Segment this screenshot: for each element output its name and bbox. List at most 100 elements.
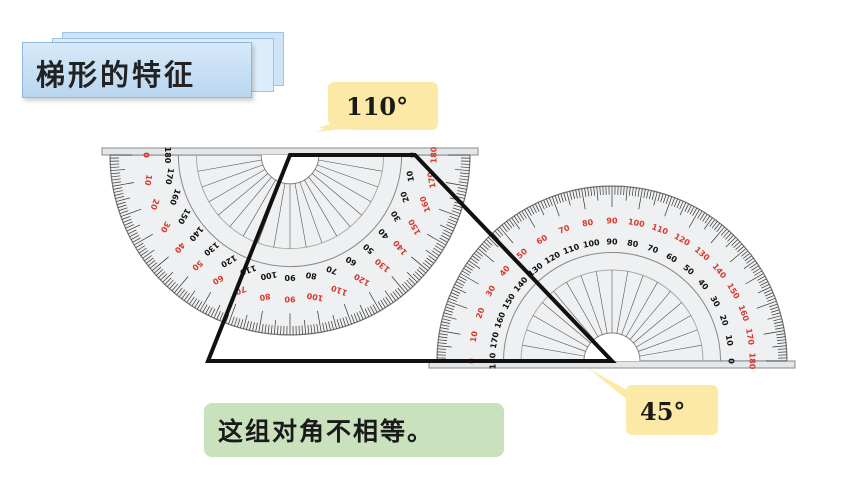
protractor-top-tick xyxy=(426,257,434,264)
protractor-top-tick xyxy=(436,242,445,249)
protractor-bottom-tick xyxy=(485,239,493,246)
protractor-bottom-tick xyxy=(492,232,499,240)
protractor-bottom-tick xyxy=(704,215,711,224)
protractor-top-tick xyxy=(158,271,166,279)
protractor-bottom-tick xyxy=(767,315,782,320)
protractor-bottom-tick xyxy=(660,193,664,203)
protractor-top-inner-number: 90 xyxy=(284,273,296,282)
protractor-top-tick xyxy=(112,182,135,187)
protractor-top-outer-number: 90 xyxy=(284,295,296,304)
angle-label-top: 110° xyxy=(346,92,408,121)
protractor-top-tick xyxy=(277,325,279,335)
protractor-top-tick xyxy=(255,322,258,332)
protractor-bottom-tick xyxy=(506,221,513,229)
protractor-bottom-tick xyxy=(543,199,548,209)
protractor-top-tick xyxy=(146,257,154,264)
protractor-top-tick xyxy=(237,318,241,328)
protractor-bottom-tick xyxy=(503,222,510,231)
protractor-bottom-tick xyxy=(526,207,532,216)
protractor-bottom-tick xyxy=(470,257,478,264)
protractor-bottom-tick xyxy=(461,270,470,276)
protractor-top-tick xyxy=(210,308,216,317)
protractor-top-tick xyxy=(120,208,142,217)
protractor-bottom-tick xyxy=(438,336,448,339)
protractor-bottom-outer-number: 100 xyxy=(627,217,645,229)
protractor-bottom-tick xyxy=(643,189,646,198)
protractor-bottom-inner-arc xyxy=(503,252,721,362)
protractor-top-radial-line xyxy=(229,176,272,227)
protractor-top-inner-number: 80 xyxy=(305,270,318,281)
protractor-top-tick xyxy=(395,289,402,298)
protractor-top-tick xyxy=(353,313,358,323)
protractor-bottom-tick xyxy=(529,206,535,215)
protractor-bottom-tick xyxy=(777,348,787,350)
protractor-bottom-tick xyxy=(637,188,640,197)
protractor-top-tick xyxy=(110,169,126,172)
protractor-bottom-tick xyxy=(709,219,716,227)
protractor-bottom-tick xyxy=(776,339,786,342)
protractor-bottom-radial-line xyxy=(639,344,702,357)
protractor-top-radial-line xyxy=(208,169,266,203)
protractor-top-tick xyxy=(147,260,156,267)
protractor-top-tick xyxy=(116,197,131,202)
protractor-top-radial-line xyxy=(318,159,383,172)
protractor-bottom-tick xyxy=(767,297,776,302)
protractor-bottom-radial-line xyxy=(633,302,682,344)
protractor-bottom-tick xyxy=(687,204,692,214)
protractor-top-tick xyxy=(317,310,322,333)
protractor-top-inner-number: 100 xyxy=(259,270,277,282)
protractor-bottom-tick xyxy=(758,278,767,284)
protractor-bottom-tick xyxy=(774,324,784,327)
protractor-bottom-tick xyxy=(761,283,770,289)
protractor-bottom-tick xyxy=(744,255,752,262)
protractor-bottom-tick xyxy=(663,194,667,203)
protractor-bottom-tick xyxy=(444,309,454,313)
protractor-bottom-tick xyxy=(653,191,658,206)
protractor-bottom-tick xyxy=(483,241,491,248)
protractor-bottom-tick xyxy=(702,214,708,222)
protractor-bottom-radial-line xyxy=(522,344,585,357)
protractor-top-tick xyxy=(369,305,375,315)
protractor-top-tick xyxy=(446,224,455,229)
protractor-top-tick xyxy=(246,320,249,330)
protractor-top-tick xyxy=(457,187,467,190)
protractor-bottom-tick xyxy=(465,265,473,271)
protractor-bottom-tick xyxy=(775,327,784,330)
protractor-bottom-tick xyxy=(442,315,457,320)
protractor-bottom-tick xyxy=(735,243,743,251)
protractor-bottom-radial-line xyxy=(526,329,586,352)
protractor-top-tick xyxy=(110,172,120,175)
protractor-top-tick xyxy=(205,305,211,315)
protractor-top-radial-line xyxy=(304,179,338,237)
protractor-top-tick xyxy=(397,287,404,296)
protractor-bottom-tick xyxy=(457,278,466,284)
protractor-top-tick xyxy=(225,314,230,324)
protractor-bottom-radial-line xyxy=(636,315,691,348)
protractor-bottom-tick xyxy=(692,207,698,216)
protractor-top-tick xyxy=(153,266,162,274)
protractor-top-inner-number: 170 xyxy=(164,167,176,185)
protractor-bottom-tick xyxy=(772,345,787,348)
protractor-bottom-tick xyxy=(455,281,465,286)
protractor-top-tick xyxy=(452,207,462,211)
protractor-bottom-tick xyxy=(754,270,763,276)
protractor-bottom-tick xyxy=(590,187,593,197)
page-title: 梯形的特征 xyxy=(36,58,197,92)
protractor-bottom-tick xyxy=(445,306,454,310)
protractor-top-tick xyxy=(356,312,361,321)
protractor-top-outer-number: 100 xyxy=(306,291,324,303)
protractor-bottom-radial-line xyxy=(629,291,671,340)
protractor-top-tick xyxy=(401,283,409,292)
protractor-bottom-tick xyxy=(449,295,458,300)
protractor-top-tick xyxy=(442,232,451,238)
protractor-top-tick xyxy=(207,307,213,316)
protractor-top-tick xyxy=(458,181,468,184)
protractor-bottom-tick xyxy=(494,230,502,238)
protractor-bottom-tick xyxy=(466,262,475,269)
protractor-top-tick xyxy=(115,196,125,199)
protractor-bottom-tick xyxy=(557,194,561,203)
protractor-top-tick xyxy=(406,279,414,287)
protractor-bottom-tick xyxy=(671,197,676,206)
protractor-top-inner-number: 180 xyxy=(163,147,172,164)
